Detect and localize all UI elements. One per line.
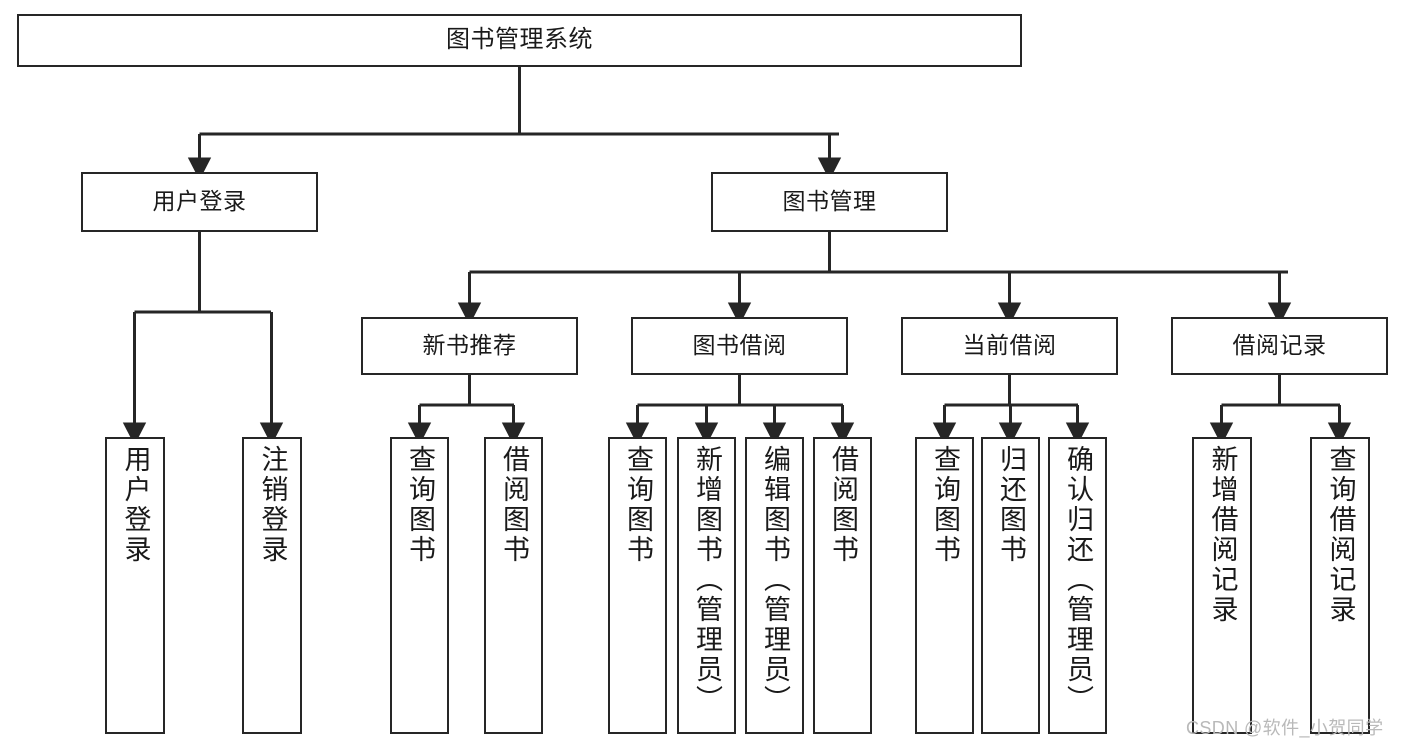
node-borrow-record[interactable]: 借阅记录 [1171, 317, 1388, 375]
node-label: 用户登录 [152, 188, 247, 215]
node-label: 查询图书 [623, 445, 653, 565]
node-user-login[interactable]: 用户登录 [81, 172, 318, 232]
node-leaf-query-book-3[interactable]: 查询图书 [915, 437, 974, 734]
node-label: 借阅图书 [499, 445, 529, 565]
node-label: 查询图书 [930, 445, 960, 565]
node-leaf-borrow-book-1[interactable]: 借阅图书 [484, 437, 543, 734]
node-label: 用户登录 [120, 445, 151, 565]
node-leaf-return-book[interactable]: 归还图书 [981, 437, 1040, 734]
node-leaf-query-borrow-record[interactable]: 查询借阅记录 [1310, 437, 1370, 734]
node-leaf-borrow-book-2[interactable]: 借阅图书 [813, 437, 872, 734]
node-leaf-query-book-2[interactable]: 查询图书 [608, 437, 667, 734]
node-label: 新增借阅记录 [1207, 445, 1238, 625]
node-book-management[interactable]: 图书管理 [711, 172, 948, 232]
node-label: 借阅记录 [1232, 332, 1327, 359]
node-root-book-management-system[interactable]: 图书管理系统 [17, 14, 1022, 67]
node-book-borrow[interactable]: 图书借阅 [631, 317, 848, 375]
node-leaf-query-book-1[interactable]: 查询图书 [390, 437, 449, 734]
node-label: 图书管理系统 [446, 26, 593, 54]
node-label: 查询借阅记录 [1325, 445, 1356, 625]
node-leaf-logout-login[interactable]: 注销登录 [242, 437, 302, 734]
node-leaf-user-login[interactable]: 用户登录 [105, 437, 165, 734]
node-new-book-recommend[interactable]: 新书推荐 [361, 317, 578, 375]
node-label: 注销登录 [257, 445, 288, 565]
node-leaf-confirm-return[interactable]: 确认归还（管理员） [1048, 437, 1107, 734]
node-label: 编辑图书（管理员） [760, 445, 790, 715]
node-label: 查询图书 [405, 445, 435, 565]
csdn-watermark: CSDN @软件_小贺同学 [1186, 718, 1384, 738]
node-label: 归还图书 [996, 445, 1026, 565]
node-leaf-add-book[interactable]: 新增图书（管理员） [677, 437, 736, 734]
node-leaf-add-borrow-record[interactable]: 新增借阅记录 [1192, 437, 1252, 734]
node-label: 确认归还（管理员） [1063, 445, 1093, 715]
node-label: 图书借阅 [692, 332, 787, 359]
node-label: 新书推荐 [422, 332, 517, 359]
node-label: 图书管理 [782, 188, 877, 215]
node-label: 当前借阅 [962, 332, 1057, 359]
node-leaf-edit-book[interactable]: 编辑图书（管理员） [745, 437, 804, 734]
node-label: 新增图书（管理员） [692, 445, 722, 715]
node-current-borrow[interactable]: 当前借阅 [901, 317, 1118, 375]
node-label: 借阅图书 [828, 445, 858, 565]
